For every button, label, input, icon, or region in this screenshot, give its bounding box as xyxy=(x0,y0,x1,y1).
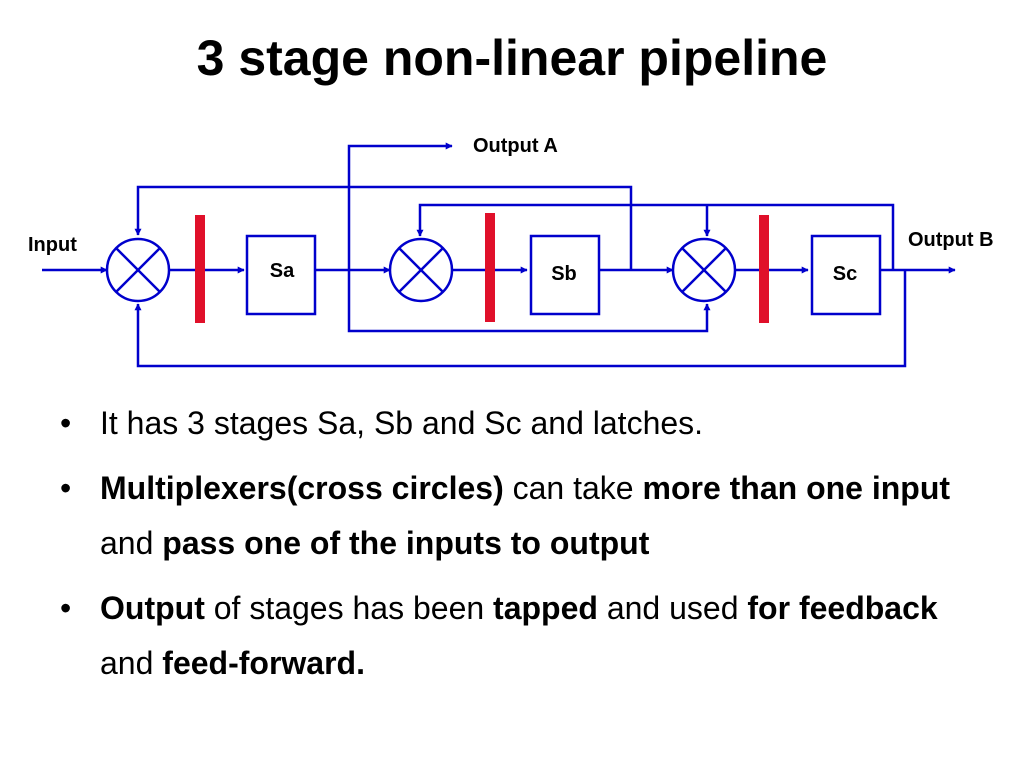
bullet-text-run: Output xyxy=(100,590,205,626)
bullet-text-run: and xyxy=(100,525,163,561)
stage-sa-label: Sa xyxy=(270,260,295,282)
bullet-item: Output of stages has been tapped and use… xyxy=(60,581,990,691)
multiplexer-a xyxy=(105,237,171,303)
stage-sa: Sa xyxy=(245,234,317,316)
bullet-text-run: pass one of the inputs to output xyxy=(162,525,650,561)
bullet-text-run: feed-forward. xyxy=(162,645,365,681)
bullet-text-run: It has 3 stages Sa, Sb and Sc and latche… xyxy=(100,405,704,441)
latch-2 xyxy=(485,213,495,322)
bullet-text-run: more than one input xyxy=(642,470,951,506)
output-b-label: Output B xyxy=(908,229,994,251)
bullet-list: It has 3 stages Sa, Sb and Sc and latche… xyxy=(60,396,990,701)
latch-3 xyxy=(759,215,769,323)
stage-sc: Sc xyxy=(810,234,882,316)
bullet-text-run: can take xyxy=(503,470,643,506)
output-a-label: Output A xyxy=(473,135,558,157)
input-label: Input xyxy=(28,234,77,256)
bullet-text-run: of stages has been xyxy=(204,590,494,626)
stage-sb: Sb xyxy=(529,234,601,316)
wires xyxy=(42,142,956,368)
bullet-text-run: and used xyxy=(597,590,748,626)
bullet-text-run: Multiplexers(cross circles) xyxy=(100,470,504,506)
feedforward-sa-muxc xyxy=(347,270,711,333)
feedback-sb-muxa xyxy=(134,185,633,270)
bullet-item: It has 3 stages Sa, Sb and Sc and latche… xyxy=(60,396,990,451)
stage-sc-label: Sc xyxy=(833,263,857,285)
latch-1 xyxy=(195,215,205,323)
feedback-sc-muxa xyxy=(134,270,907,368)
bullet-text-run: for feedback xyxy=(747,590,938,626)
bullet-text-run: tapped xyxy=(493,590,598,626)
stage-sb-label: Sb xyxy=(551,263,577,285)
bullet-text-run: and xyxy=(100,645,163,681)
multiplexer-c xyxy=(671,237,737,303)
output-a-wire xyxy=(347,142,453,270)
slide-title: 3 stage non-linear pipeline xyxy=(196,30,828,86)
multiplexer-b xyxy=(388,237,454,303)
bullet-item: Multiplexers(cross circles) can take mor… xyxy=(60,461,990,571)
feedback-sc-muxb xyxy=(416,203,895,270)
